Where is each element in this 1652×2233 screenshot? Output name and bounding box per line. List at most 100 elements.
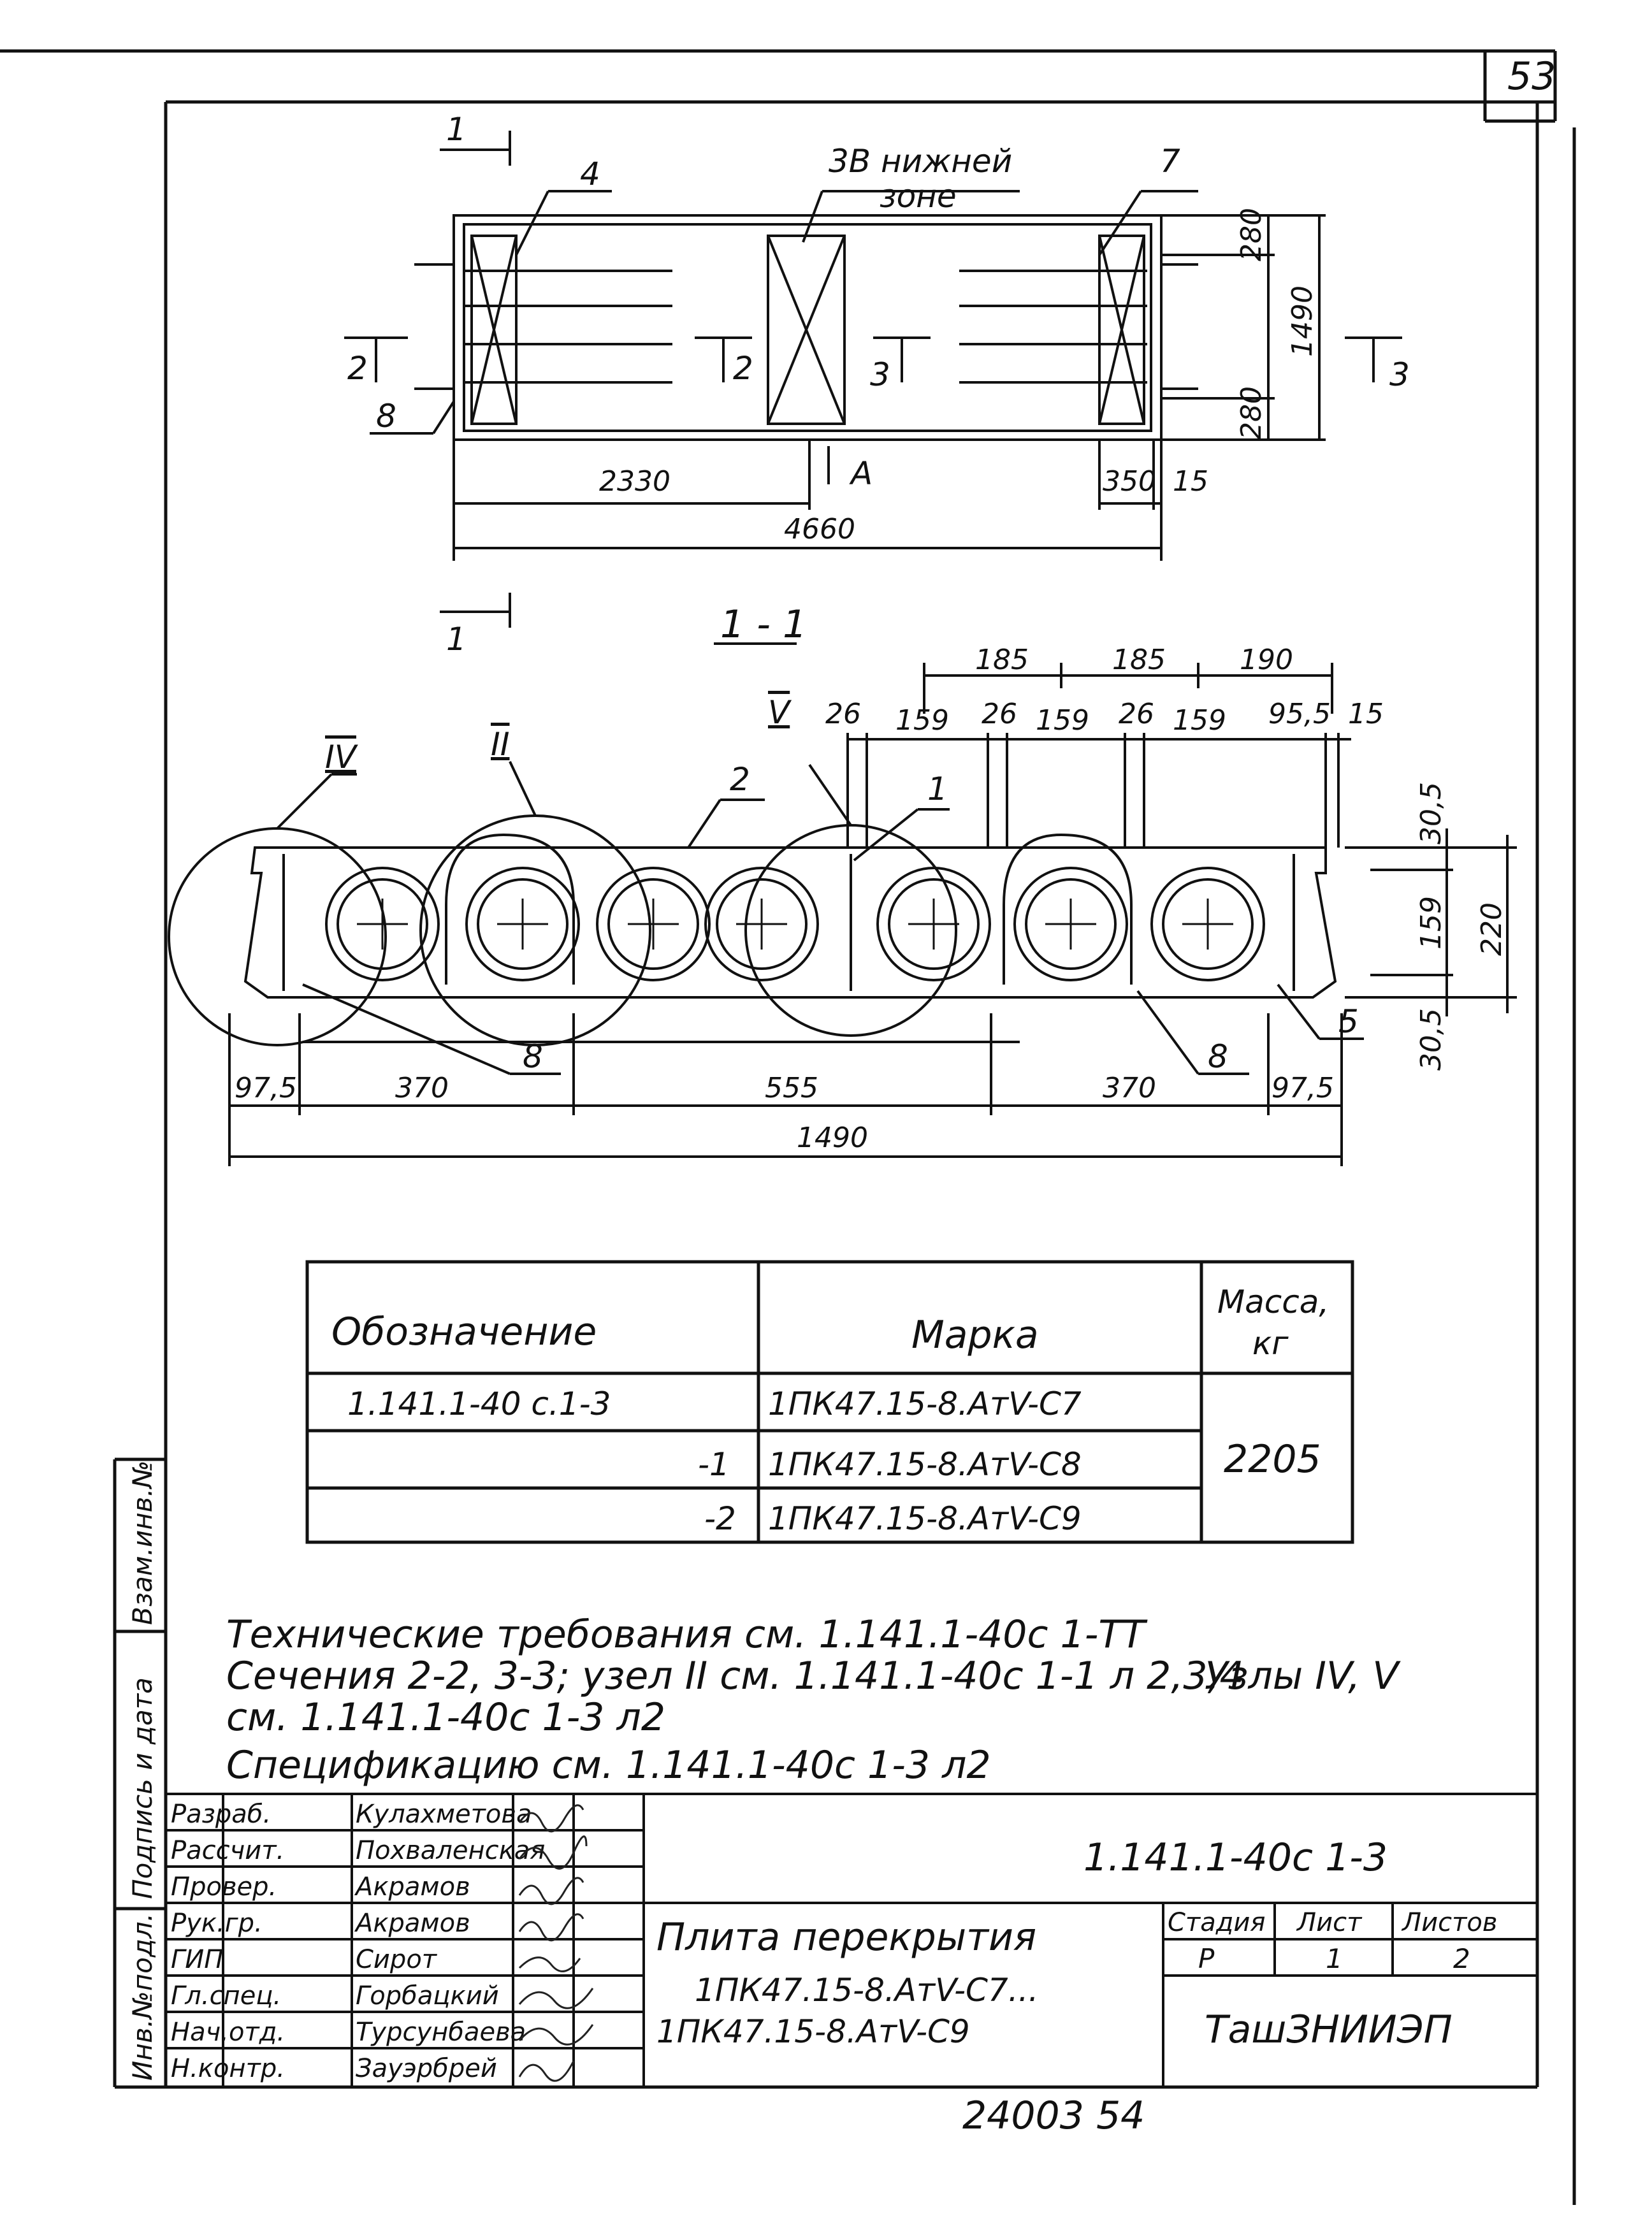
title-block-info: 1.141.1-40с 1-3 Плита перекрытия 1ПК47.1… <box>656 1835 1497 2052</box>
plan-dim-4660: 4660 <box>784 513 855 546</box>
section-dim-159-v: 159 <box>1415 896 1447 950</box>
section-dim-190: 190 <box>1240 644 1293 676</box>
section-dim-159-b: 159 <box>1036 704 1089 737</box>
section-dim-97-5-left: 97,5 <box>235 1072 297 1104</box>
spec-row-3-designation: -2 <box>704 1500 736 1537</box>
plan-dim-280-bottom: 280 <box>1235 386 1268 440</box>
stamp-replacement-inv: Взам.инв.№ <box>127 1461 158 1625</box>
tb-sheet-value: 1 <box>1326 1943 1343 1974</box>
signature-7 <box>518 2024 594 2046</box>
signature-2 <box>518 1835 588 1870</box>
tb-role-checked: Провер. <box>171 1872 277 1902</box>
sheet-number: 53 <box>1507 54 1556 99</box>
spec-header-mass-unit: кг <box>1252 1325 1289 1362</box>
section-dim-26-c: 26 <box>1119 698 1154 730</box>
note-line-1: Технические требования см. 1.141.1-40с 1… <box>226 1612 1148 1657</box>
section-dim-370-right: 370 <box>1103 1072 1156 1104</box>
plan-callout-zone: зоне <box>880 178 957 215</box>
plan-dim-15: 15 <box>1173 465 1208 498</box>
spec-row-1-designation: 1.141.1-40 с.1-3 <box>347 1385 611 1422</box>
spec-mass-value: 2205 <box>1224 1437 1321 1482</box>
plan-dim-280-top: 280 <box>1235 208 1268 261</box>
sheet-frame <box>0 49 1576 2205</box>
tb-stage-value: Р <box>1198 1943 1215 1974</box>
section-dim-220: 220 <box>1475 902 1508 956</box>
spec-row-2-mark: 1ПК47.15-8.АтV-С8 <box>768 1446 1082 1483</box>
view-mark-a: A <box>849 455 873 492</box>
tb-role-norm-control: Н.контр. <box>171 2054 285 2083</box>
stamp-signature-date: Подпись и дата <box>127 1677 158 1899</box>
title-block-people: Разраб. Кулахметова Рассчит. Похваленска… <box>171 1800 545 2083</box>
signature-4 <box>518 1913 584 1942</box>
spec-row-3-mark: 1ПК47.15-8.АтV-С9 <box>768 1500 1082 1537</box>
section-dim-185-a: 185 <box>975 644 1029 676</box>
tb-name-group-lead: Акрамов <box>354 1909 470 1938</box>
footer-number: 24003 54 <box>962 2093 1145 2138</box>
notes: Технические требования см. 1.141.1-40с 1… <box>226 1612 1401 1788</box>
node-mark-v: V <box>768 694 792 731</box>
section-dim-30-5-bottom: 30,5 <box>1415 1008 1447 1071</box>
plan-view <box>344 131 1402 628</box>
section-dim-26-a: 26 <box>825 698 861 730</box>
tb-organization: ТашЗНИИЭП <box>1205 2007 1453 2052</box>
section-mark-1-bottom: 1 <box>446 621 467 658</box>
note-line-3: см. 1.141.1-40с 1-3 л2 <box>226 1695 665 1740</box>
node-mark-ii: II <box>491 726 510 763</box>
section-title: 1 - 1 <box>720 602 807 647</box>
section-dim-185-b: 185 <box>1112 644 1166 676</box>
plan-callout-7: 7 <box>1160 143 1180 180</box>
section-callout-2: 2 <box>730 761 750 798</box>
plan-callout-8: 8 <box>376 398 396 435</box>
tb-name-checked: Акрамов <box>354 1872 470 1902</box>
section-dim-555: 555 <box>765 1072 818 1104</box>
signature-6 <box>518 1988 594 2009</box>
tb-title-line-2: 1ПК47.15-8.АтV-С7... <box>695 1972 1038 2009</box>
section-mark-2-left: 2 <box>347 350 368 387</box>
spec-table-grid <box>305 1260 1354 1544</box>
tb-name-norm-control: Зауэрбрей <box>356 2054 497 2083</box>
tb-name-chief-specialist: Горбацкий <box>356 1981 499 2011</box>
note-line-4: Спецификацию см. 1.141.1-40с 1-3 л2 <box>226 1743 991 1788</box>
section-callout-8-left: 8 <box>523 1038 543 1075</box>
plan-callout-4: 4 <box>580 155 600 192</box>
stamp-original-inv: Инв.№подл. <box>127 1913 158 2081</box>
tb-sheet-head: Лист <box>1296 1908 1363 1937</box>
spec-header-designation: Обозначение <box>331 1310 597 1354</box>
tb-name-department-head: Турсунбаева <box>356 2018 526 2047</box>
side-stamp-grid <box>113 1457 168 2087</box>
tb-sheets-value: 2 <box>1453 1943 1470 1974</box>
section-callout-8-right: 8 <box>1208 1038 1228 1075</box>
plan-callout-bottom-zone: 3В нижней <box>829 143 1012 180</box>
tb-role-department-head: Нач.отд. <box>171 2018 285 2047</box>
spec-header-mark: Марка <box>911 1313 1039 1357</box>
tb-doc-code: 1.141.1-40с 1-3 <box>1083 1835 1388 1880</box>
section-dim-30-5-top: 30,5 <box>1415 782 1447 844</box>
plan-dim-2330: 2330 <box>599 465 670 498</box>
tb-role-chief-engineer: ГИП <box>171 1945 223 1974</box>
tb-name-chief-engineer: Сирот <box>356 1945 438 1974</box>
note-line-2: Сечения 2-2, 3-3; узел II см. 1.141.1-40… <box>226 1654 1244 1698</box>
signature-1 <box>518 1804 584 1833</box>
section-dim-1490: 1490 <box>797 1122 868 1154</box>
signature-5 <box>518 1956 581 1972</box>
section-mark-2-right: 2 <box>733 350 753 387</box>
section-mark-1-top: 1 <box>446 111 467 148</box>
section-dim-26-b: 26 <box>982 698 1017 730</box>
section-dim-159-c: 159 <box>1173 704 1226 737</box>
signature-3 <box>518 1877 584 1905</box>
section-labels: 1 - 1 185 185 190 26 159 26 159 26 159 9… <box>235 602 1508 1154</box>
section-dim-95-5: 95,5 <box>1268 698 1331 730</box>
tb-role-calculated: Рассчит. <box>171 1836 284 1865</box>
section-dim-15: 15 <box>1348 698 1384 730</box>
spec-table: Обозначение Марка Масса, кг 1.141.1-40 с… <box>331 1283 1329 1537</box>
title-block-signatures <box>518 1804 594 2082</box>
section-dim-370-left: 370 <box>395 1072 449 1104</box>
tb-role-developer: Разраб. <box>171 1800 271 1829</box>
tb-title-line-3: 1ПК47.15-8.АтV-С9 <box>656 2013 970 2050</box>
plan-dim-1490: 1490 <box>1286 285 1319 357</box>
spec-row-2-designation: -1 <box>698 1446 730 1483</box>
tb-sheets-head: Листов <box>1401 1908 1497 1937</box>
spec-row-1-mark: 1ПК47.15-8.АтV-С7 <box>768 1385 1082 1422</box>
tb-stage-head: Стадия <box>1168 1908 1265 1937</box>
